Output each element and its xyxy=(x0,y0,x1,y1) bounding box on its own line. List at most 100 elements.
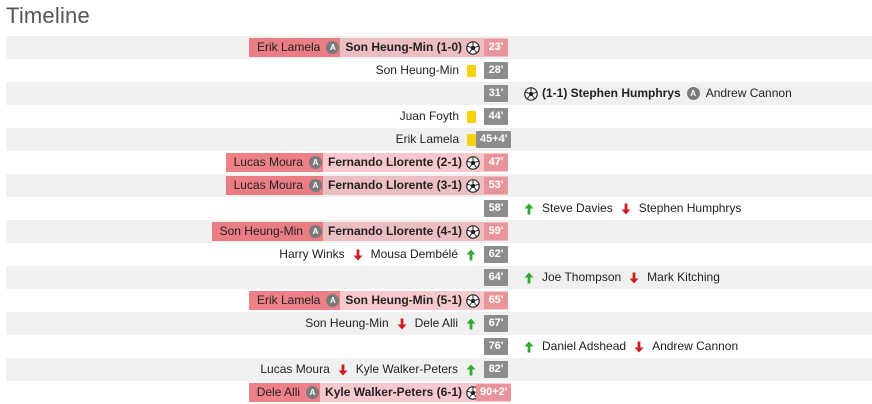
timeline-row: 31' (1-1) Stephen Humphrys A Andrew Cannon xyxy=(6,82,872,105)
home-event: Erik Lamela A Son Heung-Min (1-0) xyxy=(255,36,482,59)
arrow-up-icon xyxy=(524,341,534,352)
minute-badge: 90+2' xyxy=(476,384,512,401)
arrow-down-icon xyxy=(629,272,639,283)
minute-badge: 82' xyxy=(484,361,508,378)
assist-icon: A xyxy=(326,41,340,54)
home-event: Harry Winks Mousa Dembélé xyxy=(277,243,482,266)
minute-badge: 28' xyxy=(484,62,508,79)
assist-icon: A xyxy=(686,87,700,100)
goal-highlight xyxy=(225,176,508,195)
minute-badge: 45+4' xyxy=(476,131,512,148)
booked-player: Son Heung-Min xyxy=(375,63,459,77)
goal-scorer: Fernando Llorente (4-1) xyxy=(327,224,462,238)
away-event: Steve Davies Stephen Humphrys xyxy=(522,197,743,220)
minute-badge: 23' xyxy=(484,39,508,56)
timeline-row: Dele Alli A Kyle Walker-Peters (6-1) 90+2' xyxy=(6,381,872,404)
goal-scorer: Son Heung-Min (5-1) xyxy=(345,293,462,307)
minute-badge: 59' xyxy=(484,223,508,240)
timeline-row: Son Heung-Min 28' xyxy=(6,59,872,82)
goal-scorer: (1-1) Stephen Humphrys xyxy=(542,86,681,100)
assist-icon: A xyxy=(306,386,320,399)
booked-player: Erik Lamela xyxy=(395,132,459,146)
arrow-down-icon xyxy=(634,341,644,352)
player-on: Kyle Walker-Peters xyxy=(355,362,458,376)
assist-highlight xyxy=(211,222,323,241)
away-event: (1-1) Stephen Humphrys A Andrew Cannon xyxy=(522,82,794,105)
minute-badge: 65' xyxy=(484,292,508,309)
soccer-ball-icon xyxy=(466,293,480,308)
arrow-up-icon xyxy=(466,249,476,260)
arrow-down-icon xyxy=(338,364,348,375)
timeline-row: 58' Steve Davies Stephen Humphrys xyxy=(6,197,872,220)
assist-player: Lucas Moura xyxy=(233,178,303,192)
goal-highlight xyxy=(225,153,508,172)
assist-player: Dele Alli xyxy=(256,385,301,399)
assist-player: Andrew Cannon xyxy=(705,86,792,100)
yellow-card-icon xyxy=(467,64,476,77)
soccer-ball-icon xyxy=(524,86,538,101)
goal-scorer: Son Heung-Min (1-0) xyxy=(345,40,462,54)
home-event: Erik Lamela xyxy=(394,128,482,151)
arrow-down-icon xyxy=(621,203,631,214)
player-off: Mark Kitching xyxy=(647,270,720,284)
arrow-up-icon xyxy=(466,364,476,375)
minute-badge: 47' xyxy=(484,154,508,171)
timeline-row: 76' Daniel Adshead Andrew Cannon xyxy=(6,335,872,358)
assist-icon: A xyxy=(308,179,322,192)
goal-scorer: Fernando Llorente (3-1) xyxy=(327,178,462,192)
home-event: Lucas Moura Kyle Walker-Peters xyxy=(258,358,482,381)
soccer-ball-icon xyxy=(466,224,480,239)
assist-icon: A xyxy=(326,294,340,307)
arrow-down-icon xyxy=(397,318,407,329)
assist-icon: A xyxy=(308,156,322,169)
player-on: Daniel Adshead xyxy=(542,339,627,353)
yellow-card-icon xyxy=(467,133,476,146)
timeline-row: Lucas Moura Kyle Walker-Peters 82' xyxy=(6,358,872,381)
player-off: Son Heung-Min xyxy=(305,316,389,330)
player-on: Mousa Dembélé xyxy=(370,247,458,261)
minute-badge: 76' xyxy=(484,338,508,355)
away-event: Daniel Adshead Andrew Cannon xyxy=(522,335,740,358)
assist-highlight xyxy=(225,153,323,172)
arrow-up-icon xyxy=(524,272,534,283)
assist-highlight xyxy=(248,383,321,402)
assist-highlight xyxy=(225,176,323,195)
assist-player: Son Heung-Min xyxy=(219,224,303,238)
assist-icon: A xyxy=(308,225,322,238)
player-off: Harry Winks xyxy=(279,247,345,261)
home-event: Dele Alli A Kyle Walker-Peters (6-1) xyxy=(255,381,482,404)
minute-badge: 64' xyxy=(484,269,508,286)
timeline-row: Erik Lamela 45+4' xyxy=(6,128,872,151)
assist-player: Erik Lamela xyxy=(256,40,321,54)
minute-badge: 58' xyxy=(484,200,508,217)
player-off: Stephen Humphrys xyxy=(638,201,742,215)
goal-scorer: Kyle Walker-Peters (6-1) xyxy=(325,385,462,399)
minute-badge: 62' xyxy=(484,246,508,263)
soccer-ball-icon xyxy=(466,178,480,193)
yellow-card-icon xyxy=(467,110,476,123)
booked-player: Juan Foyth xyxy=(399,109,459,123)
player-off: Lucas Moura xyxy=(260,362,330,376)
arrow-down-icon xyxy=(353,249,363,260)
assist-highlight xyxy=(248,38,341,57)
goal-highlight xyxy=(211,222,508,241)
arrow-up-icon xyxy=(466,318,476,329)
assist-player: Erik Lamela xyxy=(256,293,321,307)
home-event: Lucas Moura A Fernando Llorente (3-1) xyxy=(232,174,482,197)
timeline-row: Son Heung-Min A Fernando Llorente (4-1) 59' xyxy=(6,220,872,243)
player-on: Steve Davies xyxy=(542,201,613,215)
goal-scorer: Fernando Llorente (2-1) xyxy=(327,155,462,169)
home-event: Son Heung-Min xyxy=(374,59,482,82)
timeline-row: Harry Winks Mousa Dembélé 62' xyxy=(6,243,872,266)
player-off: Andrew Cannon xyxy=(652,339,739,353)
page-title: Timeline xyxy=(6,3,90,28)
goal-highlight xyxy=(248,38,508,57)
minute-badge: 31' xyxy=(484,85,508,102)
